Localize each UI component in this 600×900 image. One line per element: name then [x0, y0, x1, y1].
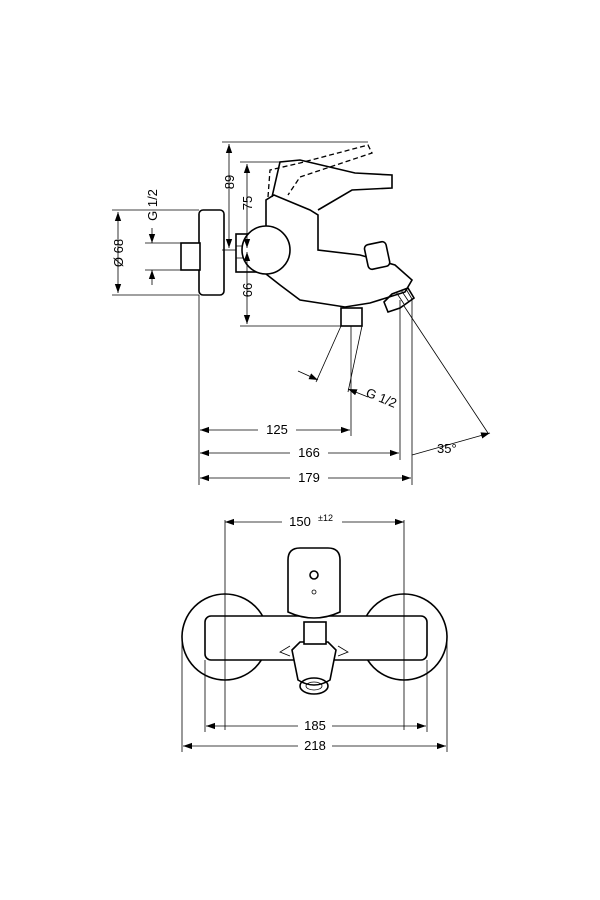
spout-collar: [303, 621, 327, 645]
dim-75: 75: [240, 196, 255, 210]
wall-rosette: [198, 209, 225, 296]
dim-125: 125: [266, 422, 288, 437]
spout-front: [291, 641, 337, 686]
dim-angle: 35°: [437, 441, 457, 456]
dim-89: 89: [222, 175, 237, 189]
indicator-dot-top: [309, 570, 319, 580]
dim-166: 166: [298, 445, 320, 460]
side-view: Ø 68 G 1/2 89 75 66 G 1/2 35°: [111, 141, 491, 486]
dim-185: 185: [304, 718, 326, 733]
spout-aerator: [383, 287, 416, 313]
handle-front: [287, 547, 341, 619]
bottom-outlet: [340, 307, 363, 327]
dim-179: 179: [298, 470, 320, 485]
dim-66: 66: [240, 283, 255, 297]
dim-150: 150: [289, 514, 311, 529]
front-view: 150 ±12 185 218: [181, 511, 448, 754]
lever-handle: [271, 159, 393, 211]
dim-218: 218: [304, 738, 326, 753]
aerator-front: [299, 677, 329, 695]
mixer-body: [241, 225, 291, 275]
lever-raised-dashed: [267, 144, 373, 198]
dim-diameter: Ø 68: [111, 239, 126, 267]
dim-150-tolerance: ±12: [318, 513, 333, 523]
dim-thread-outlet: G 1/2: [364, 385, 399, 411]
inlet-stub: [180, 242, 201, 271]
mixer-housing: [265, 194, 414, 308]
indicator-dot-bottom: [311, 589, 317, 595]
diverter-knob: [363, 240, 391, 271]
dim-thread-inlet: G 1/2: [145, 189, 160, 221]
